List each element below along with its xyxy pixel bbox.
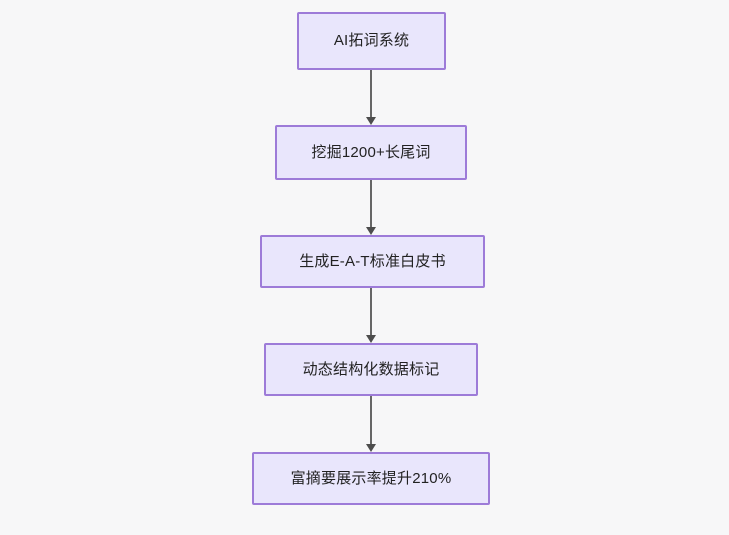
flow-node-generate-eat-whitepaper[interactable]: 生成E-A-T标准白皮书 [260, 235, 485, 288]
flow-node-ai-keyword-system[interactable]: AI拓词系统 [297, 12, 446, 70]
arrow-down-icon [366, 117, 376, 125]
edge-line [370, 180, 372, 227]
edge-line [370, 70, 372, 117]
arrow-down-icon [366, 227, 376, 235]
flow-node-label: 生成E-A-T标准白皮书 [299, 252, 446, 270]
flow-node-mine-longtail-keywords[interactable]: 挖掘1200+长尾词 [275, 125, 467, 180]
flow-node-label: AI拓词系统 [333, 32, 410, 49]
edge-line [370, 288, 372, 335]
flow-node-label: 富摘要展示率提升210% [290, 469, 452, 487]
flow-node-label: 挖掘1200+长尾词 [311, 143, 431, 161]
flow-node-label: 动态结构化数据标记 [302, 360, 440, 378]
flow-node-dynamic-structured-data-markup[interactable]: 动态结构化数据标记 [264, 343, 478, 396]
edge-line [370, 396, 372, 444]
arrow-down-icon [366, 444, 376, 452]
arrow-down-icon [366, 335, 376, 343]
flow-node-rich-snippet-impression-uplift[interactable]: 富摘要展示率提升210% [252, 452, 490, 505]
